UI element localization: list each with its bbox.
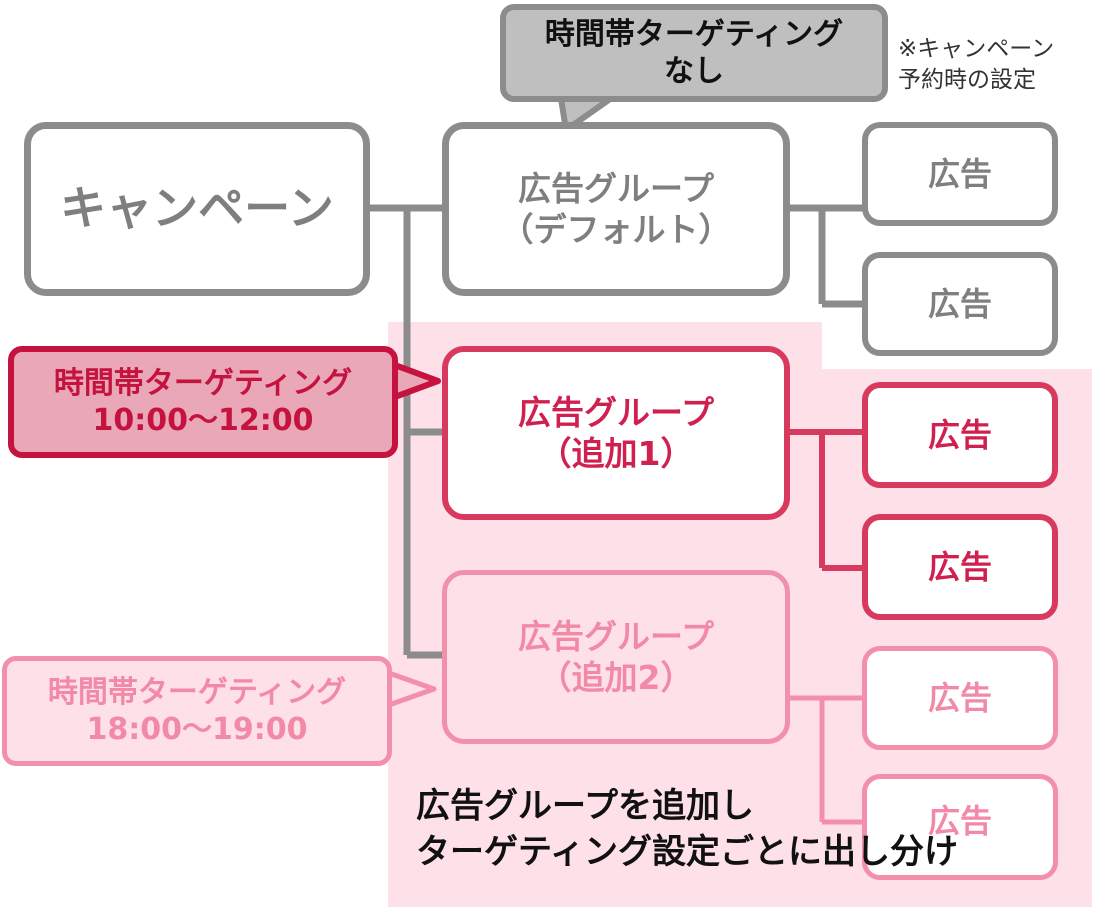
summary-line-2: ターゲティング設定ごとに出し分け xyxy=(416,831,958,872)
callout-tail-joint xyxy=(566,88,614,96)
targeting-callout-18-19: 時間帯ターゲティング 18:00〜19:00 xyxy=(2,656,392,766)
ad-default-2-label: 広告 xyxy=(927,285,992,323)
ad-added-2-2: 広告 xyxy=(862,774,1058,880)
ad-group-default-subtitle: （デフォルト） xyxy=(500,210,732,249)
ad-group-added-1-title: 広告グループ xyxy=(517,392,715,432)
summary-line-1: 広告グループを追加し xyxy=(416,786,754,826)
campaign-setting-note: ※キャンペーン 予約時の設定 xyxy=(898,34,1054,96)
ad-default-2: 広告 xyxy=(862,252,1058,356)
targeting-callout-10-12: 時間帯ターゲティング 10:00〜12:00 xyxy=(8,346,398,458)
campaign-label: キャンペーン xyxy=(60,181,334,236)
note-line-2: 予約時の設定 xyxy=(898,67,1036,94)
summary-text: 広告グループを追加し ターゲティング設定ごとに出し分け xyxy=(416,784,958,876)
ad-added-1-1-label: 広告 xyxy=(927,416,992,454)
default-targeting-callout: 時間帯ターゲティング なし xyxy=(500,4,888,102)
ad-group-added-2-title: 広告グループ xyxy=(517,616,715,656)
ad-added-1-2: 広告 xyxy=(862,514,1058,620)
default-targeting-title: 時間帯ターゲティング xyxy=(544,16,844,52)
targeting-callout-10-12-title: 時間帯ターゲティング xyxy=(53,365,353,401)
ad-default-1-label: 広告 xyxy=(927,155,992,193)
ad-added-2-1: 広告 xyxy=(862,646,1058,750)
ad-group-added-2: 広告グループ （追加2） xyxy=(442,570,790,744)
ad-default-1: 広告 xyxy=(862,122,1058,226)
ad-group-added-1-subtitle: （追加1） xyxy=(538,434,694,473)
ad-group-default: 広告グループ （デフォルト） xyxy=(442,122,790,296)
pink-callout-pointer xyxy=(383,669,437,709)
note-line-1: ※キャンペーン xyxy=(898,36,1055,62)
ad-group-added-1: 広告グループ （追加1） xyxy=(442,346,790,520)
ad-group-default-title: 広告グループ xyxy=(517,168,715,208)
ad-added-1-1: 広告 xyxy=(862,382,1058,488)
ad-added-2-1-label: 広告 xyxy=(927,679,992,717)
targeting-callout-18-19-title: 時間帯ターゲティング xyxy=(47,674,347,710)
red-callout-pointer xyxy=(389,361,441,401)
default-targeting-value: なし xyxy=(664,54,724,89)
campaign-node: キャンペーン xyxy=(24,122,370,296)
targeting-callout-10-12-time: 10:00〜12:00 xyxy=(92,403,314,438)
ad-group-added-2-subtitle: （追加2） xyxy=(538,658,694,697)
targeting-callout-18-19-time: 18:00〜19:00 xyxy=(86,712,308,747)
ad-added-2-2-label: 広告 xyxy=(927,802,992,840)
ad-added-1-2-label: 広告 xyxy=(927,548,992,586)
